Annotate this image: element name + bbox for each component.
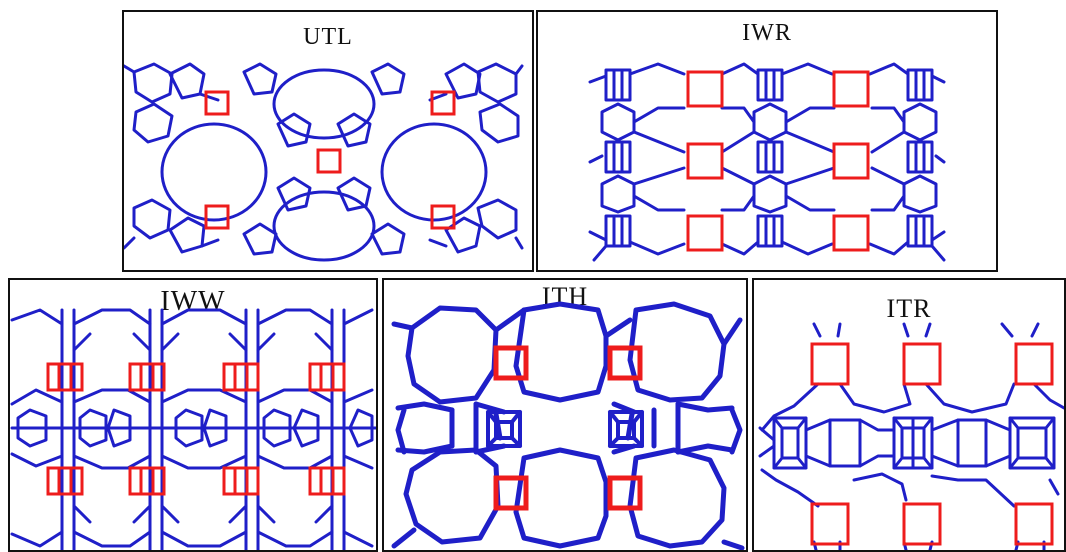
panel-title-utl: UTL xyxy=(303,24,353,50)
framework-diagram-iwr xyxy=(588,62,946,262)
panel-title-iwr: IWR xyxy=(742,20,792,46)
framework-diagram-iww xyxy=(10,308,376,550)
panel-utl: UTL xyxy=(122,10,534,272)
framework-diagram-utl xyxy=(124,62,524,262)
panel-ith: ITH xyxy=(382,278,748,552)
framework-diagram-itr xyxy=(758,322,1064,550)
panel-itr: ITR xyxy=(752,278,1066,552)
panel-title-iww: IWW xyxy=(160,286,226,317)
panel-title-itr: ITR xyxy=(886,294,932,323)
framework-diagram-ith xyxy=(391,301,745,550)
panel-iww: IWW xyxy=(8,278,378,552)
panel-iwr: IWR xyxy=(536,10,998,272)
